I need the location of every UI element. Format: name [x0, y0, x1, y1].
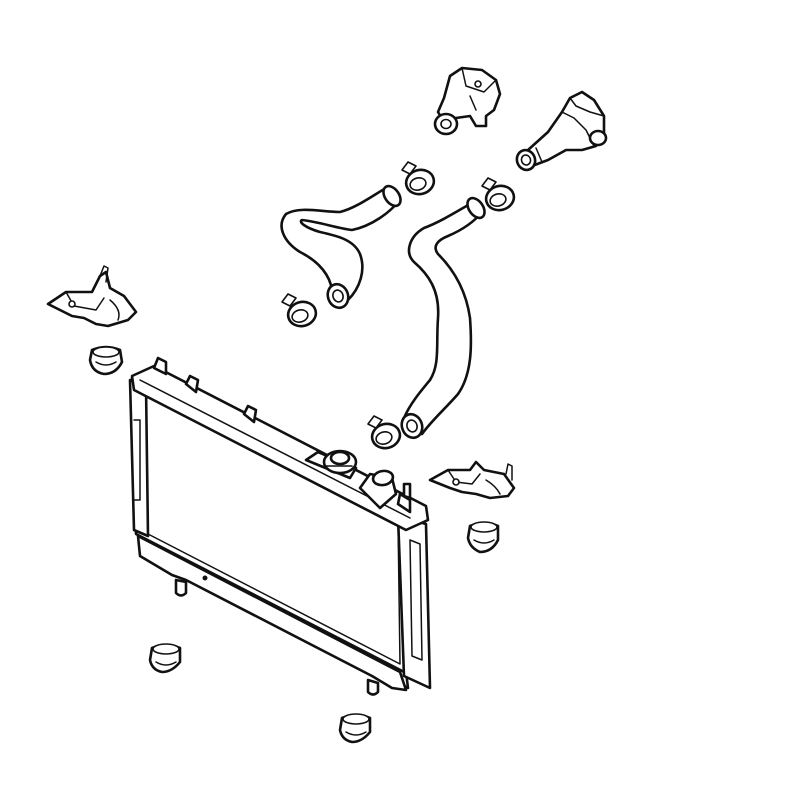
radiator-inlet-neck [358, 469, 398, 510]
radiator-lower-pin-left [174, 578, 188, 597]
thermostat-housing [433, 66, 502, 136]
mounting-bracket-right [428, 460, 516, 500]
outlet-flange-bolt-hole [588, 129, 608, 147]
mounting-bracket-left [46, 265, 138, 328]
hose-clamp-2 [481, 177, 516, 212]
upper-hose-end-top [382, 184, 402, 208]
hose-clamp-3 [281, 293, 318, 328]
rubber-insulator-upper-left [88, 345, 124, 376]
drain-plug [202, 575, 208, 581]
upper-radiator-hose [280, 184, 402, 310]
water-outlet-fitting [515, 90, 608, 172]
radiator [128, 356, 432, 696]
radiator-left-tank [128, 378, 150, 538]
rubber-insulator-lower-left [148, 643, 182, 674]
hose-clamp-1 [401, 161, 436, 196]
lower-hose-end-top [466, 196, 486, 220]
radiator-bottom-tank [136, 534, 408, 692]
radiator-lower-pin-right [366, 678, 380, 696]
radiator-cap [322, 449, 358, 475]
rubber-insulator-lower-right [338, 713, 372, 744]
hose-clamp-4 [367, 415, 402, 450]
rubber-insulator-upper-right [466, 521, 500, 554]
lower-radiator-hose [400, 196, 486, 440]
